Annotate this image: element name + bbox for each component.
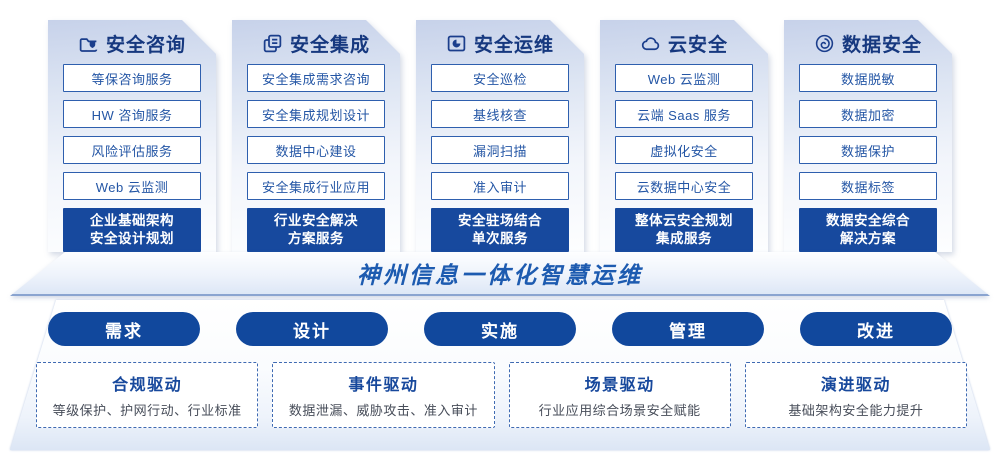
column-title: 云安全: [667, 34, 728, 56]
driver-desc: 等级保护、护网行动、行业标准: [52, 403, 242, 418]
service-item: 虚拟化安全: [615, 136, 753, 164]
process-pills: 需求 设计 实施 管理 改进: [48, 312, 952, 346]
driver-title: 演进驱动: [820, 377, 891, 394]
cloud-icon: [640, 33, 661, 54]
folder-shield-icon: [78, 33, 99, 54]
service-item: 数据中心建设: [247, 136, 385, 164]
column-security-integration: 安全集成 安全集成需求咨询 安全集成规划设计 数据中心建设 安全集成行业应用 行…: [232, 20, 400, 252]
folder-clock-icon: [446, 33, 467, 54]
service-item: Web 云监测: [63, 172, 201, 200]
driver-incident: 事件驱动 数据泄漏、威胁攻击、准入审计: [272, 362, 495, 428]
column-title: 安全集成: [289, 34, 370, 56]
service-item: 风险评估服务: [63, 136, 201, 164]
service-item: 数据加密: [799, 100, 937, 128]
service-item: 基线核查: [431, 100, 569, 128]
driver-title: 场景驱动: [584, 377, 655, 394]
column-header: 安全咨询: [48, 30, 216, 56]
service-item: 数据脱敏: [799, 64, 937, 92]
column-title: 安全咨询: [105, 34, 186, 56]
column-footer: 整体云安全规划 集成服务: [615, 208, 753, 252]
fingerprint-icon: [814, 33, 835, 54]
service-item: 云数据中心安全: [615, 172, 753, 200]
service-item: 数据保护: [799, 136, 937, 164]
column-footer: 行业安全解决 方案服务: [247, 208, 385, 252]
service-item: 安全巡检: [431, 64, 569, 92]
service-item: 漏洞扫描: [431, 136, 569, 164]
pill-implementation: 实施: [424, 312, 576, 346]
column-header: 数据安全: [784, 30, 952, 56]
driver-scenario: 场景驱动 行业应用综合场景安全赋能: [508, 362, 731, 428]
service-item: Web 云监测: [615, 64, 753, 92]
column-header: 安全集成: [232, 30, 400, 56]
driver-evolution: 演进驱动 基础架构安全能力提升: [744, 362, 967, 428]
column-security-consulting: 安全咨询 等保咨询服务 HW 咨询服务 风险评估服务 Web 云监测 企业基础架…: [48, 20, 216, 252]
service-item: 等保咨询服务: [63, 64, 201, 92]
driver-desc: 基础架构安全能力提升: [788, 403, 924, 418]
platform-banner-title: 神州信息一体化智慧运维: [357, 262, 643, 288]
pill-management: 管理: [612, 312, 764, 346]
service-item: 安全集成规划设计: [247, 100, 385, 128]
column-footer: 安全驻场结合 单次服务: [431, 208, 569, 252]
platform-banner: 神州信息一体化智慧运维: [10, 252, 990, 296]
driver-title: 合规驱动: [112, 377, 183, 394]
driver-compliance: 合规驱动 等级保护、护网行动、行业标准: [36, 362, 259, 428]
column-data-security: 数据安全 数据脱敏 数据加密 数据保护 数据标签 数据安全综合 解决方案: [784, 20, 952, 252]
pill-design: 设计: [236, 312, 388, 346]
service-item: 云端 Saas 服务: [615, 100, 753, 128]
service-item: 安全集成需求咨询: [247, 64, 385, 92]
pill-improvement: 改进: [800, 312, 952, 346]
driver-desc: 行业应用综合场景安全赋能: [538, 403, 701, 418]
copy-documents-icon: [262, 33, 283, 54]
column-header: 安全运维: [416, 30, 584, 56]
column-footer: 企业基础架构 安全设计规划: [63, 208, 201, 252]
driver-boxes: 合规驱动 等级保护、护网行动、行业标准 事件驱动 数据泄漏、威胁攻击、准入审计 …: [36, 362, 967, 428]
service-item: 准入审计: [431, 172, 569, 200]
column-title: 数据安全: [841, 34, 922, 56]
service-columns: 安全咨询 等保咨询服务 HW 咨询服务 风险评估服务 Web 云监测 企业基础架…: [48, 20, 952, 252]
column-header: 云安全: [600, 30, 768, 56]
pill-requirement: 需求: [48, 312, 200, 346]
column-security-operations: 安全运维 安全巡检 基线核查 漏洞扫描 准入审计 安全驻场结合 单次服务: [416, 20, 584, 252]
service-item: HW 咨询服务: [63, 100, 201, 128]
driver-desc: 数据泄漏、威胁攻击、准入审计: [288, 403, 478, 418]
column-title: 安全运维: [473, 34, 554, 56]
service-item: 安全集成行业应用: [247, 172, 385, 200]
column-cloud-security: 云安全 Web 云监测 云端 Saas 服务 虚拟化安全 云数据中心安全 整体云…: [600, 20, 768, 252]
column-footer: 数据安全综合 解决方案: [799, 208, 937, 252]
driver-title: 事件驱动: [348, 377, 419, 394]
service-item: 数据标签: [799, 172, 937, 200]
